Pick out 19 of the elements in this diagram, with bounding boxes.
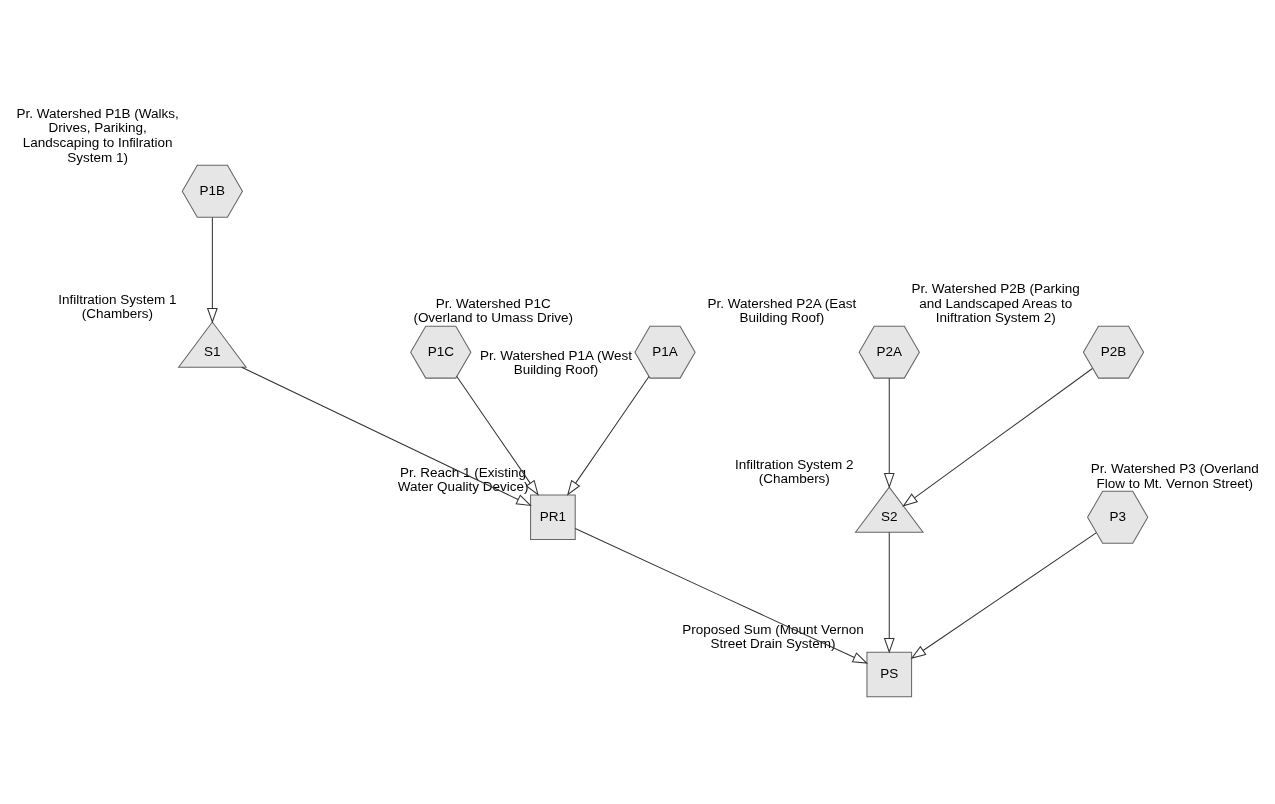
arrow bbox=[574, 528, 869, 664]
node-label: Pr. Watershed P2B (Parking and Landscaped Areas to Iniftration System 2) bbox=[911, 281, 1080, 326]
node-label: Infiltration System 1 (Chambers) bbox=[58, 291, 177, 322]
node-label: Pr. Watershed P1C (Overland to Umass Drive) bbox=[413, 295, 573, 326]
arrow bbox=[241, 366, 532, 507]
node-label: Pr. Watershed P2A (East Building Roof) bbox=[707, 295, 857, 326]
node-label: Infiltration System 2 (Chambers) bbox=[735, 456, 854, 487]
arrow bbox=[902, 368, 1093, 507]
node-label: Pr. Watershed P1B (Walks, Drives, Pariking, Landscaping to Infilration System 1) bbox=[16, 105, 179, 165]
arrow bbox=[566, 376, 650, 496]
node-label: Pr. Watershed P1A (West Building Roof) bbox=[479, 347, 633, 378]
node-label: Pr. Watershed P3 (Overland Flow to Mt. Vernon Street) bbox=[1090, 461, 1259, 491]
node-box: PR1 bbox=[530, 494, 576, 541]
arrow bbox=[883, 377, 895, 489]
arrow bbox=[456, 376, 539, 496]
arrow bbox=[910, 532, 1097, 659]
node-box: PS bbox=[866, 651, 913, 698]
arrow bbox=[883, 531, 895, 654]
arrow bbox=[206, 216, 218, 324]
